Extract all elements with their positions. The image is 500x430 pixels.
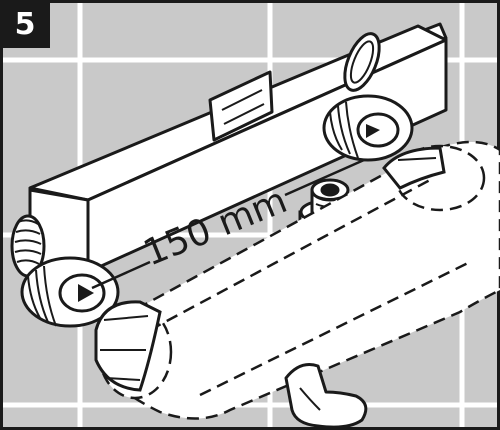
left-wall-connector [10,214,120,328]
thermostat-lever-handle [284,363,368,429]
thermostat-right-nut [382,146,446,190]
dimension-line [91,158,365,290]
step-number-badge: 5 [14,6,36,42]
right-wall-connector [322,94,414,162]
thermostat-left-nut [94,300,162,392]
step-badge-background [0,0,50,48]
